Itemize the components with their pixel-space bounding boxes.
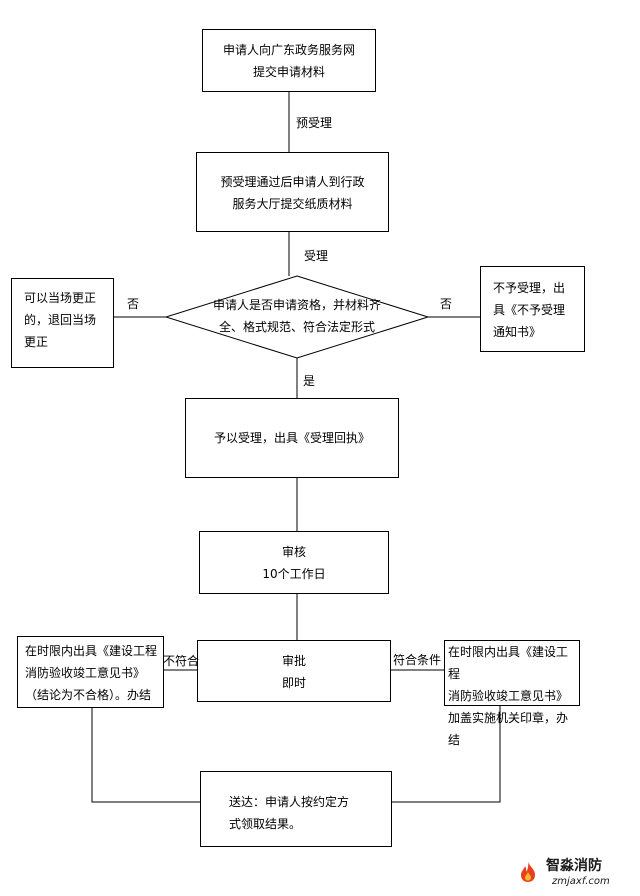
submit-line-1: 申请人向广东政务服务网 [222,43,355,57]
left-no-label: 否 [127,297,140,311]
decision-line-2: 全、格式规范、符合法定形式 [218,320,375,334]
right-no-label: 否 [440,297,453,311]
deliver-line-2: 式领取结果。 [229,817,302,831]
pass-line-2: 消防验收竣工意见书》 [448,689,569,703]
paper-materials-box: 预受理通过后申请人到行政 服务大厅提交纸质材料 [196,152,389,232]
decision-line-1: 申请人是否申请资格，并材料齐 [212,298,381,312]
submit-materials-box: 申请人向广东政务服务网 提交申请材料 [202,29,376,92]
rejection-box: 不予受理，出 具《不予受理 通知书》 [480,266,585,352]
decision-text: 申请人是否申请资格，并材料齐 全、格式规范、符合法定形式 [190,294,404,338]
deliver-line-1: 送达：申请人按约定方 [229,795,350,809]
connector-fail-deliver [91,708,200,803]
deliver-box: 送达：申请人按约定方 式领取结果。 [200,771,392,847]
receipt-text: 予以受理，出具《受理回执》 [213,431,370,445]
approve-box: 审批 即时 [197,640,391,702]
correction-line-1: 可以当场更正 [24,291,97,305]
connector-pass-deliver [392,706,501,803]
review-box: 审核 10个工作日 [199,531,389,594]
pass-result-box: 在时限内出具《建设工程 消防验收竣工意见书》 加盖实施机关印章，办结 [444,640,580,747]
correction-box: 可以当场更正 的，退回当场 更正 [11,278,114,368]
submit-line-2: 提交申请材料 [252,65,325,79]
fail-label: 不符合 [163,654,200,668]
receipt-box: 予以受理，出具《受理回执》 [185,398,399,478]
accept-label: 受理 [304,249,329,263]
correction-line-3: 更正 [24,335,49,349]
fail-line-2: 消防验收竣工意见书》 [25,666,146,680]
approve-line-2: 即时 [281,676,306,690]
watermark-name: 智淼消防 [546,858,602,874]
review-line-2: 10个工作日 [262,567,326,581]
pass-line-1: 在时限内出具《建设工程 [448,645,569,681]
flame-logo-icon [521,862,535,882]
correction-line-2: 的，退回当场 [24,313,97,327]
review-line-1: 审核 [281,545,306,559]
pass-line-3: 加盖实施机关印章，办结 [448,711,569,747]
rejection-line-3: 通知书》 [493,325,542,339]
watermark-url: zmjaxf.com [552,876,610,887]
paper-line-1: 预受理通过后申请人到行政 [220,175,365,189]
paper-line-2: 服务大厅提交纸质材料 [232,197,353,211]
fail-line-1: 在时限内出具《建设工程 [25,644,158,658]
approve-line-1: 审批 [281,654,306,668]
yes-label: 是 [303,374,316,388]
fail-result-box: 在时限内出具《建设工程 消防验收竣工意见书》 （结论为不合格）。办结 [17,636,164,708]
pass-label: 符合条件 [393,653,442,667]
fail-line-3: （结论为不合格）。办结 [25,688,152,702]
rejection-line-1: 不予受理，出 [493,281,566,295]
pre-accept-label: 预受理 [296,116,333,130]
watermark-logo: 智淼消防 zmjaxf.com [516,856,636,892]
rejection-line-2: 具《不予受理 [493,303,566,317]
